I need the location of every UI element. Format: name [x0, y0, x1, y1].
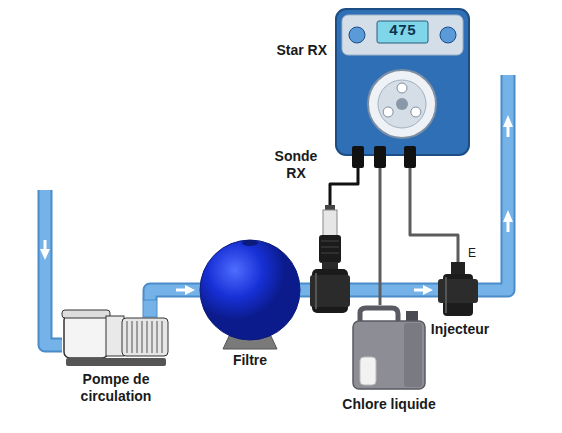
- circulation-pump-outline: [62, 300, 170, 370]
- hose-fitting: [352, 146, 364, 168]
- injector-outline: [438, 262, 478, 318]
- pump-label: Pompe de circulation: [61, 371, 171, 405]
- injector-label: Injecteur: [415, 321, 505, 338]
- device-title: Star RX: [245, 42, 327, 59]
- canister-window: [360, 357, 376, 385]
- collar-ridge: [321, 247, 339, 248]
- redox-probe: Sonde RX: [310, 205, 350, 315]
- motor-rib: [132, 321, 133, 353]
- pipe-outline: [150, 290, 200, 300]
- motor-rib: [142, 321, 143, 353]
- flow-arrow-shaft: [44, 240, 47, 250]
- flow-arrowhead: [40, 249, 50, 260]
- motor-rib: [127, 321, 128, 353]
- strainer-housing: [64, 314, 108, 358]
- pipe-line: [300, 285, 310, 296]
- outlet-pipe-outline: [478, 75, 508, 290]
- motor-rib: [137, 321, 138, 353]
- pipe-connector: [150, 285, 200, 300]
- sand-filter-outline: [200, 238, 300, 350]
- tube-connector: [410, 168, 458, 262]
- strainer-lid: [62, 310, 110, 318]
- pipe-outline: [350, 283, 438, 298]
- pipe-line: [350, 285, 438, 296]
- pump-roller: [397, 83, 407, 93]
- flow-arrow-shaft: [414, 289, 424, 292]
- pipe-connector: [300, 290, 310, 291]
- dosing-pump-unit: Star RX475: [335, 8, 470, 168]
- sand-filter: Filtre: [200, 238, 300, 350]
- chlorine-canister: Chlore liquide: [352, 305, 426, 390]
- pump-base: [66, 358, 166, 366]
- probe-collar: [319, 235, 341, 263]
- cable-line: [330, 168, 358, 205]
- outlet-stub: [143, 300, 157, 317]
- canister-body: [353, 321, 425, 389]
- flow-arrow-shaft: [507, 126, 510, 137]
- panel-button: [440, 27, 456, 43]
- collar-ridge: [321, 241, 339, 242]
- motor-rib: [152, 321, 153, 353]
- pump-housing: [336, 9, 469, 155]
- rotor-hub: [396, 98, 408, 110]
- outlet-pipe: [478, 75, 508, 290]
- flow-arrow-shaft: [176, 289, 186, 292]
- control-panel: [342, 15, 463, 55]
- hose-fitting: [404, 146, 416, 168]
- pump-rotor-ring: [378, 80, 426, 128]
- pump-roller: [383, 107, 393, 117]
- pump-volute: [106, 316, 124, 356]
- injector-flange: [438, 279, 478, 303]
- filter-label: Filtre: [200, 352, 300, 369]
- cable-connector: [330, 168, 358, 205]
- flow-arrowhead: [503, 115, 513, 127]
- tube-line: [410, 168, 458, 262]
- tube-connector: [380, 168, 381, 305]
- hose-fitting: [374, 146, 386, 168]
- injection-nozzle: [451, 262, 465, 276]
- motor-rib: [157, 321, 158, 353]
- redox-probe-outline: [310, 205, 350, 315]
- chlorine-canister-outline: [352, 305, 426, 390]
- injector-port-letter: E: [468, 245, 476, 262]
- holder-highlight: [315, 273, 317, 309]
- collar-ridge: [321, 253, 339, 254]
- motor-body: [122, 318, 168, 356]
- arrowhead: [185, 285, 195, 295]
- lcd-display: [377, 21, 428, 43]
- flow-arrowhead: [503, 210, 513, 222]
- circulation-pump: Pompe de circulation: [62, 300, 170, 370]
- pump-roller: [411, 107, 421, 117]
- motor-rib: [162, 321, 163, 353]
- canister-label: Chlore liquide: [319, 396, 459, 413]
- inlet-pipe-outline: [45, 190, 62, 345]
- panel-button: [349, 27, 365, 43]
- pump-head-cover: [368, 70, 436, 138]
- pipe-outline: [300, 283, 310, 298]
- canister-shade: [404, 323, 422, 387]
- pipe-line: [150, 290, 200, 300]
- display-reading: 475: [377, 21, 428, 43]
- pipe-connector: [350, 285, 438, 295]
- arrowhead: [423, 285, 433, 295]
- flow-arrow-shaft: [507, 221, 510, 232]
- motor-rib: [147, 321, 148, 353]
- injector-highlight: [445, 277, 447, 313]
- inlet-pipe: [45, 190, 62, 345]
- tube-line: [379, 168, 382, 305]
- probe-label: Sonde RX: [270, 148, 322, 182]
- filter-top-cap: [242, 240, 258, 246]
- filter-tank: [200, 240, 300, 340]
- injector: Injecteur: [438, 262, 478, 318]
